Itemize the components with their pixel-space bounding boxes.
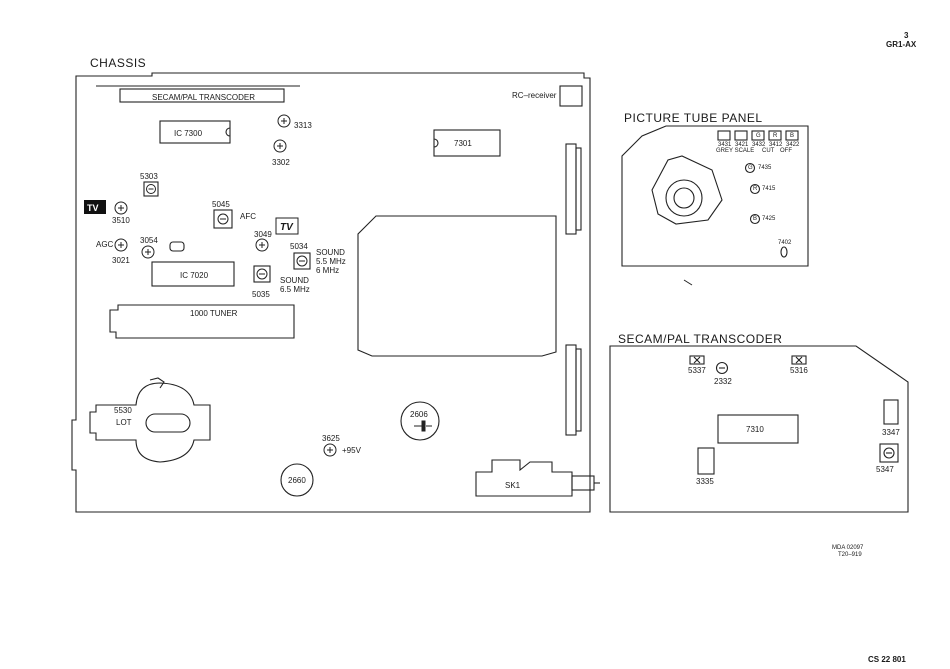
sk1-connector <box>475 459 573 497</box>
agc-label: AGC <box>96 240 114 249</box>
lot-transformer <box>89 382 211 463</box>
ic7301-label: 7301 <box>454 139 472 148</box>
tuner-outline <box>109 304 295 339</box>
ptp-num-3431: 3431 <box>718 142 732 148</box>
ic7301-body <box>433 129 501 157</box>
sound2-freq: 6.5 MHz <box>280 285 310 294</box>
secam-panel-title: SECAM/PAL TRANSCODER <box>618 332 783 346</box>
ic7310-label: 7310 <box>746 425 764 434</box>
r3510-label: 3510 <box>112 216 130 225</box>
ic7310-body <box>717 414 799 444</box>
c5316-label: 5316 <box>790 366 808 375</box>
ptp-box-b: B <box>790 133 795 139</box>
svg-text:TV: TV <box>280 222 294 233</box>
ptp-g-letter: G <box>748 165 753 171</box>
r3021-label: 3021 <box>112 256 130 265</box>
ptp-7402: 7402 <box>778 240 792 246</box>
chassis-secam-transcoder-label: SECAM/PAL TRANSCODER <box>152 93 255 102</box>
tv-logo-black <box>84 200 106 214</box>
document-code: GR1-AX <box>886 40 917 49</box>
svg-text:TV: TV <box>87 203 99 213</box>
drawing-code: T20–919 <box>838 552 862 558</box>
ptp-num-3421: 3421 <box>735 142 749 148</box>
c2606-label: 2606 <box>410 410 428 419</box>
sk1-label: SK1 <box>505 481 521 490</box>
ic7020-body <box>151 261 235 287</box>
r3049-label: 3049 <box>254 230 272 239</box>
c2660-label: 2660 <box>288 476 306 485</box>
chassis-secam-connector <box>119 88 285 103</box>
off-label: OFF <box>780 148 792 154</box>
capacitor-2606-body <box>400 401 440 441</box>
grey-scale-label: GREY SCALE <box>716 148 755 154</box>
ptp-7415: 7415 <box>762 186 776 192</box>
lot-label: LOT <box>116 418 132 427</box>
page-number: 3 <box>904 31 909 40</box>
picture-tube-panel-title: PICTURE TUBE PANEL <box>624 111 763 125</box>
cs-code: CS 22 801 <box>868 655 906 664</box>
ptp-num-3422: 3422 <box>786 142 800 148</box>
picture-tube-board-outline <box>621 125 809 267</box>
ic7300-body <box>159 120 231 144</box>
r3625-label: 3625 <box>322 434 340 443</box>
sound1-freq1: 5.5 MHz <box>316 257 346 266</box>
ptp-r-letter: R <box>753 186 758 192</box>
lot-number-label: 5530 <box>114 406 132 415</box>
mda-code: MDA 02097 <box>832 545 864 551</box>
ic7020-label: IC 7020 <box>180 271 209 280</box>
r3054-label: 3054 <box>140 236 158 245</box>
c5347-label: 5347 <box>876 465 894 474</box>
sound1-title: SOUND <box>316 248 345 257</box>
r3302-label: 3302 <box>272 158 290 167</box>
chassis-title: CHASSIS <box>90 56 147 70</box>
c5035-label: 5035 <box>252 290 270 299</box>
r3335-label: 3335 <box>696 477 714 486</box>
cut-label: CUT <box>762 148 775 154</box>
ptp-num-3412: 3412 <box>769 142 783 148</box>
capacitor-2660-body <box>280 463 314 497</box>
rc-receiver-box <box>559 85 583 107</box>
ptp-7425: 7425 <box>762 216 776 222</box>
voltage-95v-label: +95V <box>342 446 361 455</box>
ptp-b-letter: B <box>753 216 758 222</box>
ptp-box-g: G <box>756 133 761 139</box>
c5303-label: 5303 <box>140 172 158 181</box>
sound2-title: SOUND <box>280 276 309 285</box>
c2332-label: 2332 <box>714 377 732 386</box>
c5034-label: 5034 <box>290 242 308 251</box>
r3347-label: 3347 <box>882 428 900 437</box>
board-cutout <box>357 215 557 357</box>
ptp-num-3432: 3432 <box>752 142 766 148</box>
secam-panel-board-outline <box>609 345 909 513</box>
tuner-label: 1000 TUNER <box>190 309 238 318</box>
chassis-board-outline <box>71 72 591 513</box>
c5045-label: 5045 <box>212 200 230 209</box>
c5337-label: 5337 <box>688 366 706 375</box>
ptp-7435: 7435 <box>758 165 772 171</box>
sound1-freq2: 6 MHz <box>316 266 340 275</box>
rc-receiver-label: RC–receiver <box>512 91 557 100</box>
ic7300-label: IC 7300 <box>174 129 203 138</box>
ptp-box-r: R <box>773 133 778 139</box>
afc-label: AFC <box>240 212 256 221</box>
r3313-label: 3313 <box>294 121 312 130</box>
